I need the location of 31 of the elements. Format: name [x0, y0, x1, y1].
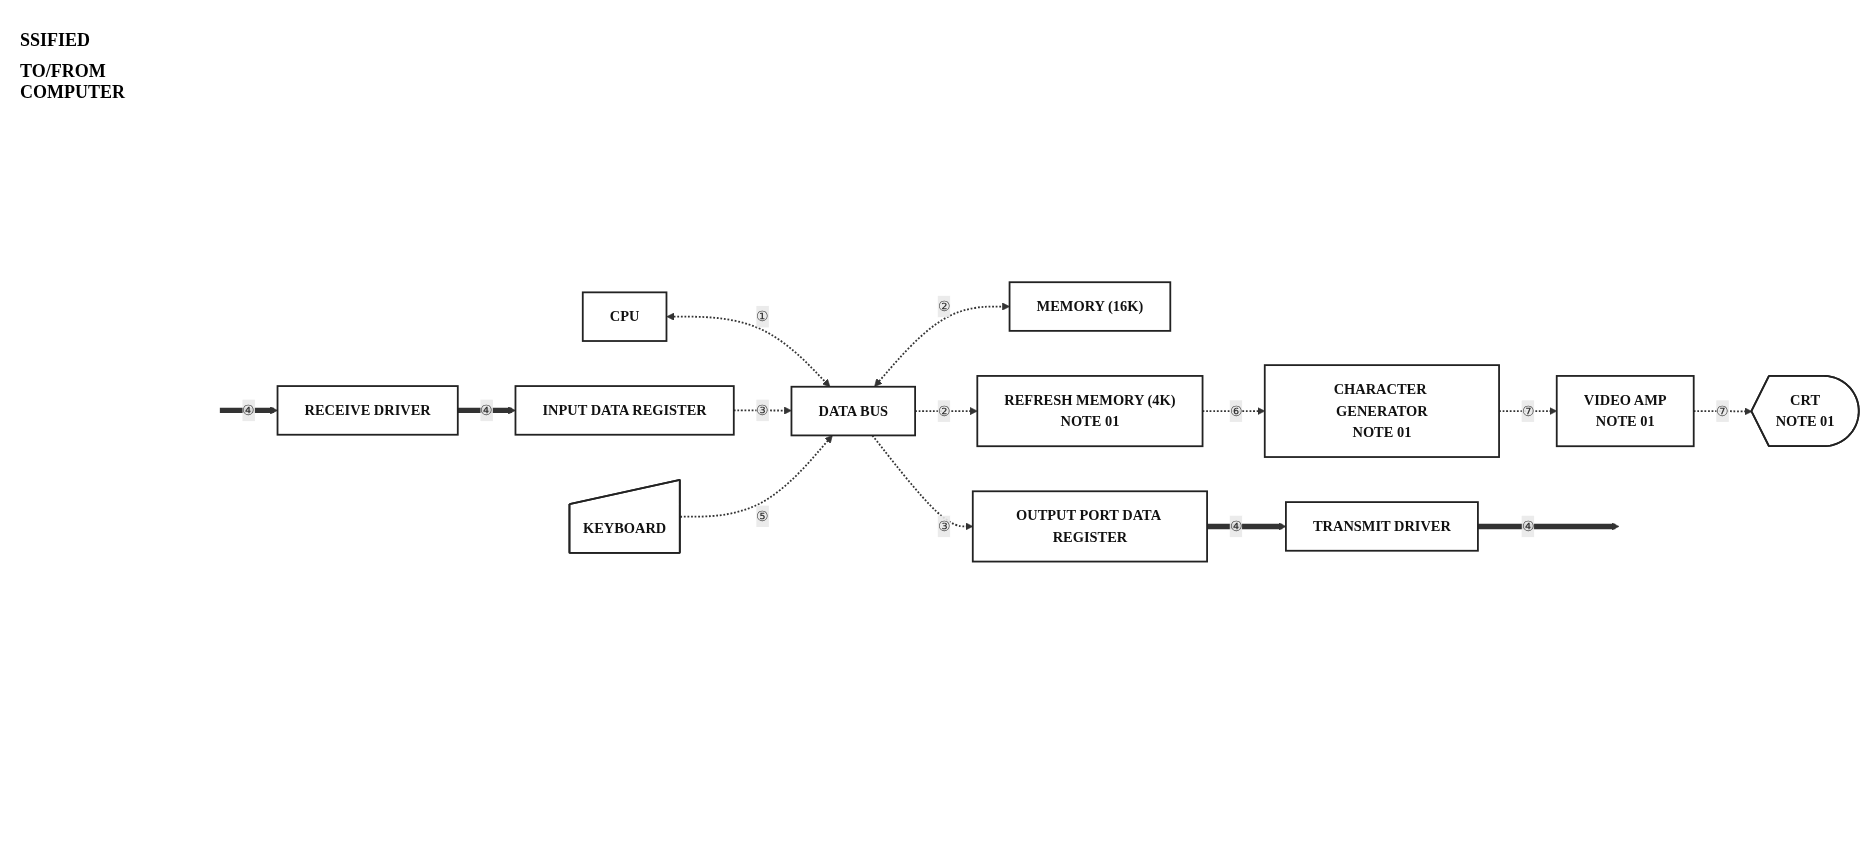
node-box: REFRESH MEMORY (4K) NOTE 01: [976, 374, 1204, 447]
edge-label: ④: [242, 401, 255, 418]
edge-label: ③: [756, 401, 769, 418]
edge-label: ④: [480, 401, 493, 418]
note-label: TO/FROM COMPUTER: [20, 61, 126, 103]
node-box: MEMORY (16K): [1008, 280, 1172, 332]
edge-label: ②: [937, 298, 951, 314]
edge-label: ③: [937, 517, 951, 534]
node-box: CPU: [581, 291, 668, 342]
arrow: [679, 434, 833, 518]
node-box: CHARACTER GENERATOR NOTE 01: [1263, 363, 1500, 458]
edge-label: ⑤: [756, 507, 769, 524]
arrow: [666, 312, 831, 387]
node-box: OUTPUT PORT DATA REGISTER: [971, 490, 1208, 563]
node-box: TRANSMIT DRIVER: [1285, 500, 1479, 552]
edge-label: ⑥: [1229, 402, 1243, 418]
node-box: VIDEO AMP NOTE 01: [1555, 374, 1695, 447]
edge-label: ⑦: [1716, 402, 1729, 418]
arrow: [219, 406, 278, 414]
arrow: [457, 406, 516, 414]
note-label: SSIFIED: [20, 30, 92, 51]
node-box: RECEIVE DRIVER: [276, 384, 459, 436]
node-box: INPUT DATA REGISTER: [514, 384, 735, 436]
edge-label: ④: [1229, 517, 1243, 534]
arrow: [1477, 522, 1620, 530]
edge-label: ①: [756, 308, 769, 324]
edge-label: ②: [937, 402, 951, 418]
edge-label: ⑦: [1521, 402, 1535, 418]
arrow: [874, 302, 1010, 387]
edge-label: ④: [1521, 517, 1535, 534]
node-box: DATA BUS: [790, 385, 916, 436]
